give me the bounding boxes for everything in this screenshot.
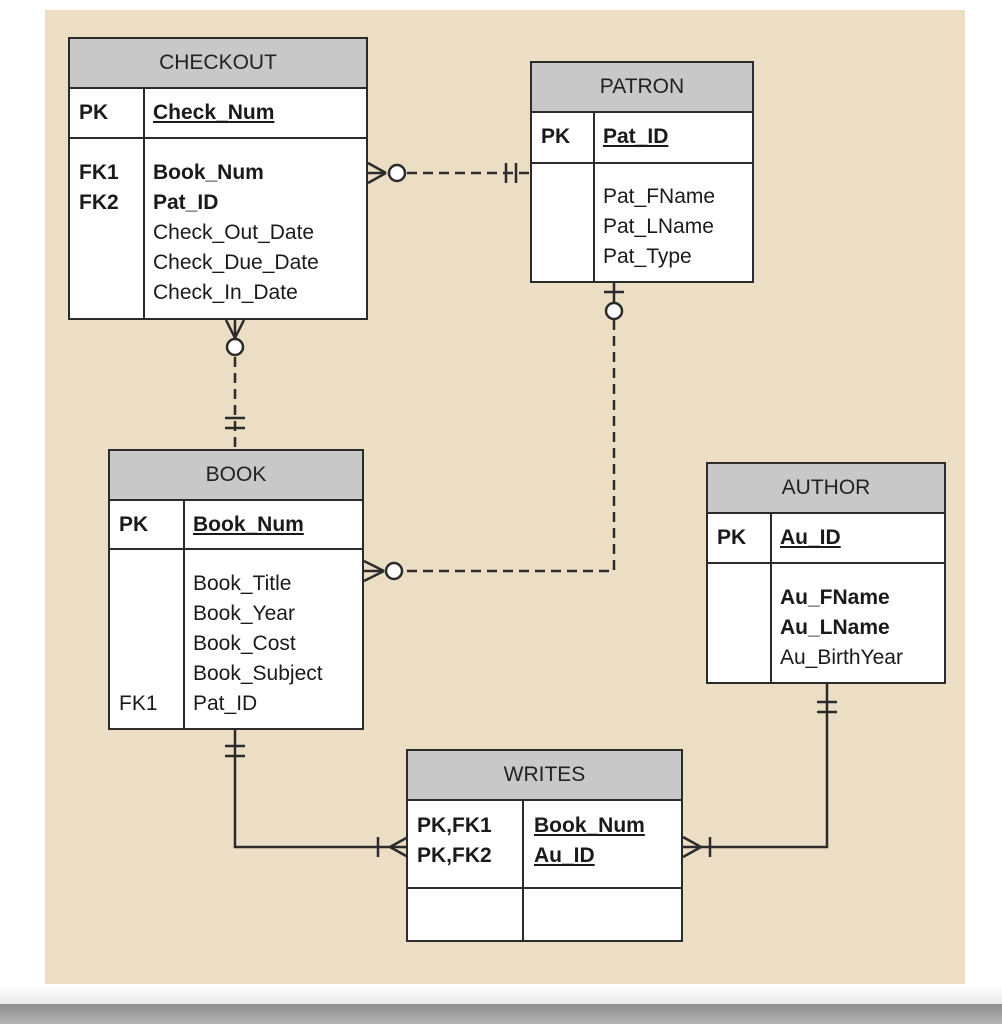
relationship-checkout-patron [367,161,532,185]
entity-title: AUTHOR [708,464,944,514]
bottom-shade [0,986,1002,1004]
pk-attribute: Check_Num [153,101,275,124]
attribute: Au_FName [780,586,890,609]
pk-key: PK [79,101,109,124]
attribute: Check_Due_Date [153,251,319,274]
pk-key: PK [119,513,149,536]
attribute: Pat_Type [603,245,692,268]
attribute: Pat_ID [153,191,219,214]
pk-attribute: Book_Num [193,513,304,536]
pk-attribute: Au_ID [780,526,841,549]
pk-key: PK [541,125,571,148]
bottom-bar [0,1004,1002,1024]
attribute: Pat_ID [193,692,258,715]
attribute: Book_Cost [193,632,296,655]
fk1-key: FK1 [79,161,119,184]
attribute: Book_Subject [193,662,323,685]
pk-attribute: Pat_ID [603,125,669,148]
entity-title: CHECKOUT [70,39,366,89]
entity-writes[interactable]: WRITES PK,FK1 PK,FK2 Book_Num Au_ID [406,749,683,942]
attribute: Check_Out_Date [153,221,315,244]
attribute: Book_Num [153,161,264,184]
attribute: Pat_FName [603,185,716,208]
attribute: Au_BirthYear [780,646,903,669]
attribute: Book_Title [193,572,292,595]
relationship-checkout-book [224,319,246,452]
pk-attribute: Au_ID [534,844,595,867]
relationship-patron-book [363,283,624,583]
pk-fk2-key: PK,FK2 [417,844,492,867]
entity-book[interactable]: BOOK PK Book_Num Book_Title Book_Year Bo… [108,449,364,730]
attribute: Pat_LName [603,215,714,238]
fk1-key: FK1 [119,692,158,715]
attribute: Book_Year [193,602,295,625]
relationship-book-writes [225,730,409,859]
fk2-key: FK2 [79,191,119,214]
pk-fk1-key: PK,FK1 [417,814,492,837]
entity-author[interactable]: AUTHOR PK Au_ID Au_FName Au_LName Au_Bir… [706,462,946,684]
entity-patron[interactable]: PATRON PK Pat_ID Pat_FName Pat_LName Pat… [530,61,754,283]
entity-title: BOOK [110,451,362,501]
entity-title: WRITES [408,751,681,801]
entity-checkout[interactable]: CHECKOUT PK Check_Num FK1 FK2 Book_Num P… [68,37,368,320]
attribute: Au_LName [780,616,890,639]
attribute: Check_In_Date [153,281,298,304]
entity-title: PATRON [532,63,752,113]
pk-key: PK [717,526,747,549]
pk-attribute: Book_Num [534,814,645,837]
relationship-author-writes [682,684,837,859]
